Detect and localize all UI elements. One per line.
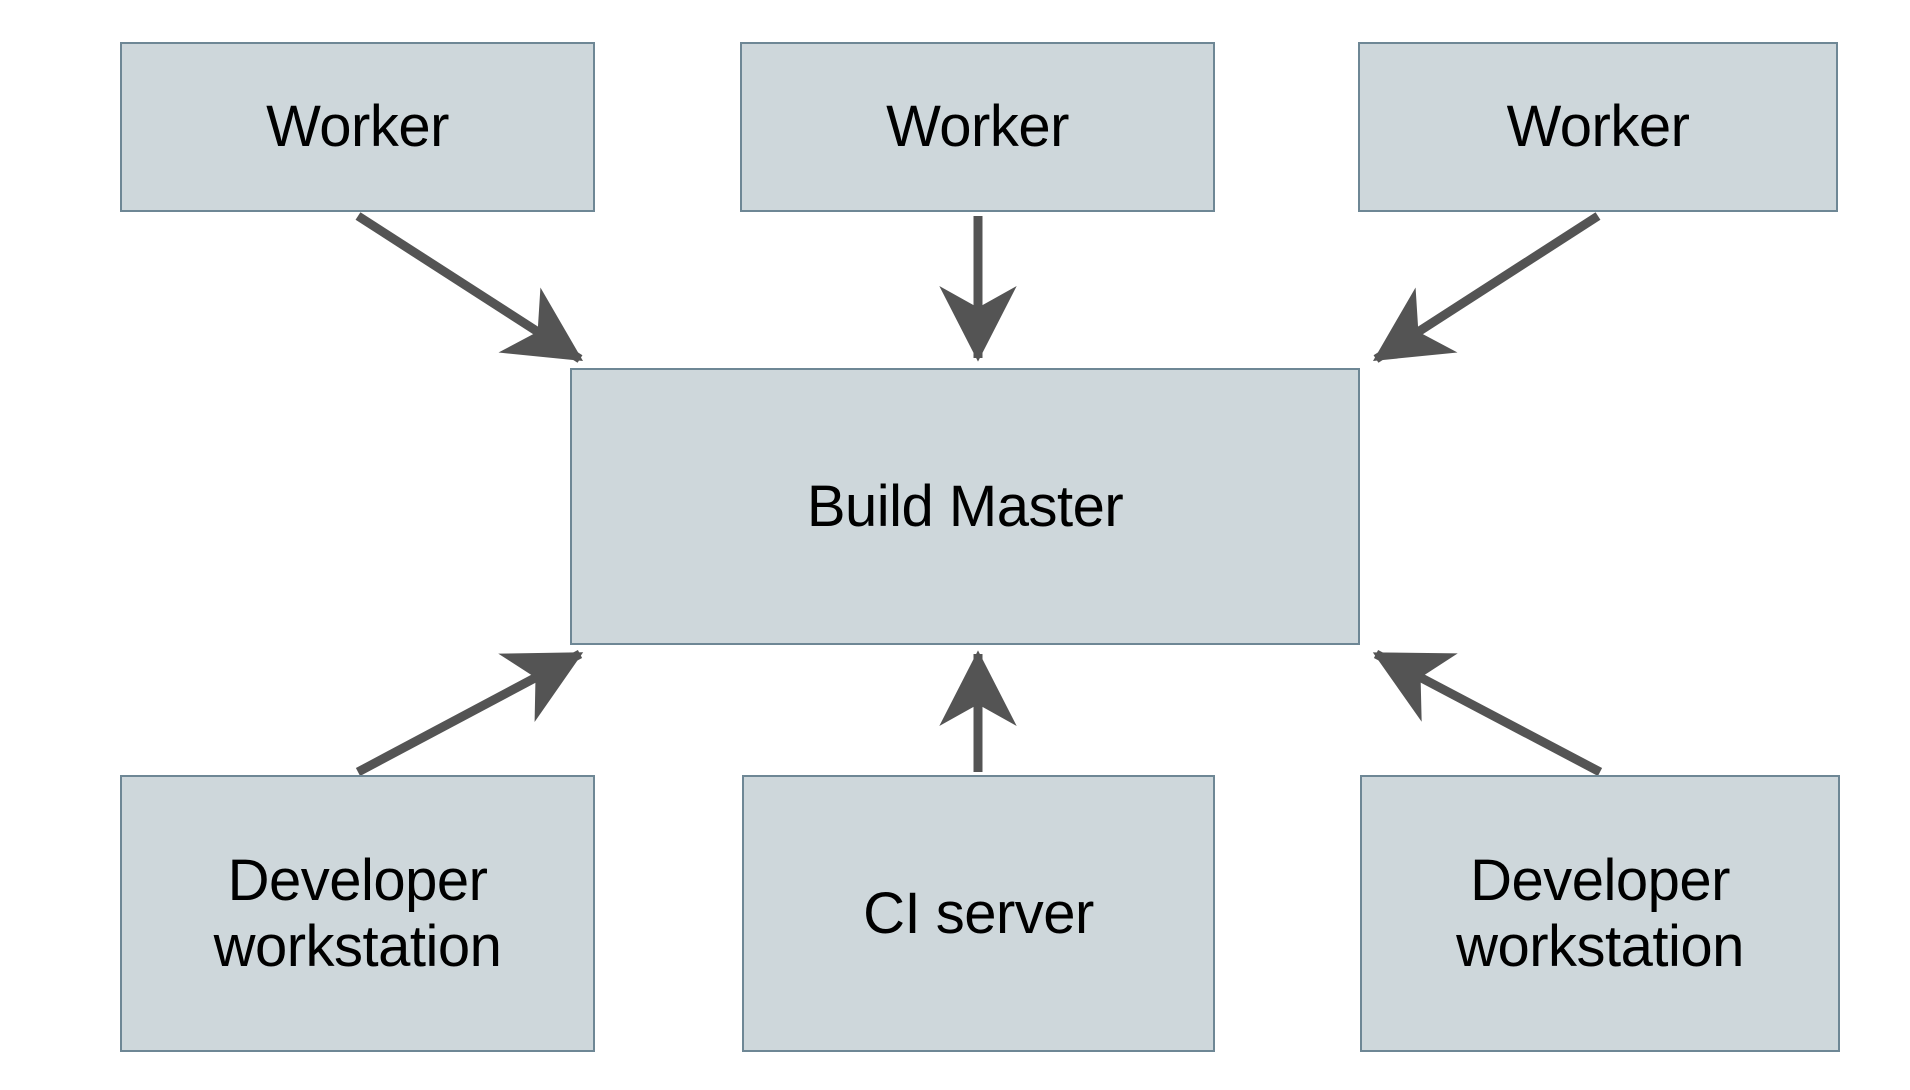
node-developer-workstation-right[interactable]: Developer workstation	[1360, 775, 1840, 1052]
edge-worker-right-to-master	[1372, 212, 1601, 363]
edge-worker-left-to-master	[355, 212, 584, 363]
edge-dev-right-to-master	[1372, 650, 1603, 776]
node-developer-workstation-left[interactable]: Developer workstation	[120, 775, 595, 1052]
node-developer-workstation-left-label: Developer workstation	[213, 847, 502, 979]
node-worker-right-label: Worker	[1506, 94, 1690, 160]
node-developer-workstation-right-label: Developer workstation	[1456, 847, 1744, 979]
node-worker-center-label: Worker	[886, 94, 1069, 160]
node-worker-left-label: Worker	[266, 94, 449, 160]
node-worker-left[interactable]: Worker	[120, 42, 595, 212]
node-build-master-label: Build Master	[806, 473, 1124, 539]
edge-dev-left-to-master	[355, 650, 584, 776]
node-worker-right[interactable]: Worker	[1358, 42, 1838, 212]
node-ci-server[interactable]: CI server	[742, 775, 1215, 1052]
node-build-master[interactable]: Build Master	[570, 368, 1360, 645]
node-worker-center[interactable]: Worker	[740, 42, 1215, 212]
node-ci-server-label: CI server	[863, 880, 1094, 946]
